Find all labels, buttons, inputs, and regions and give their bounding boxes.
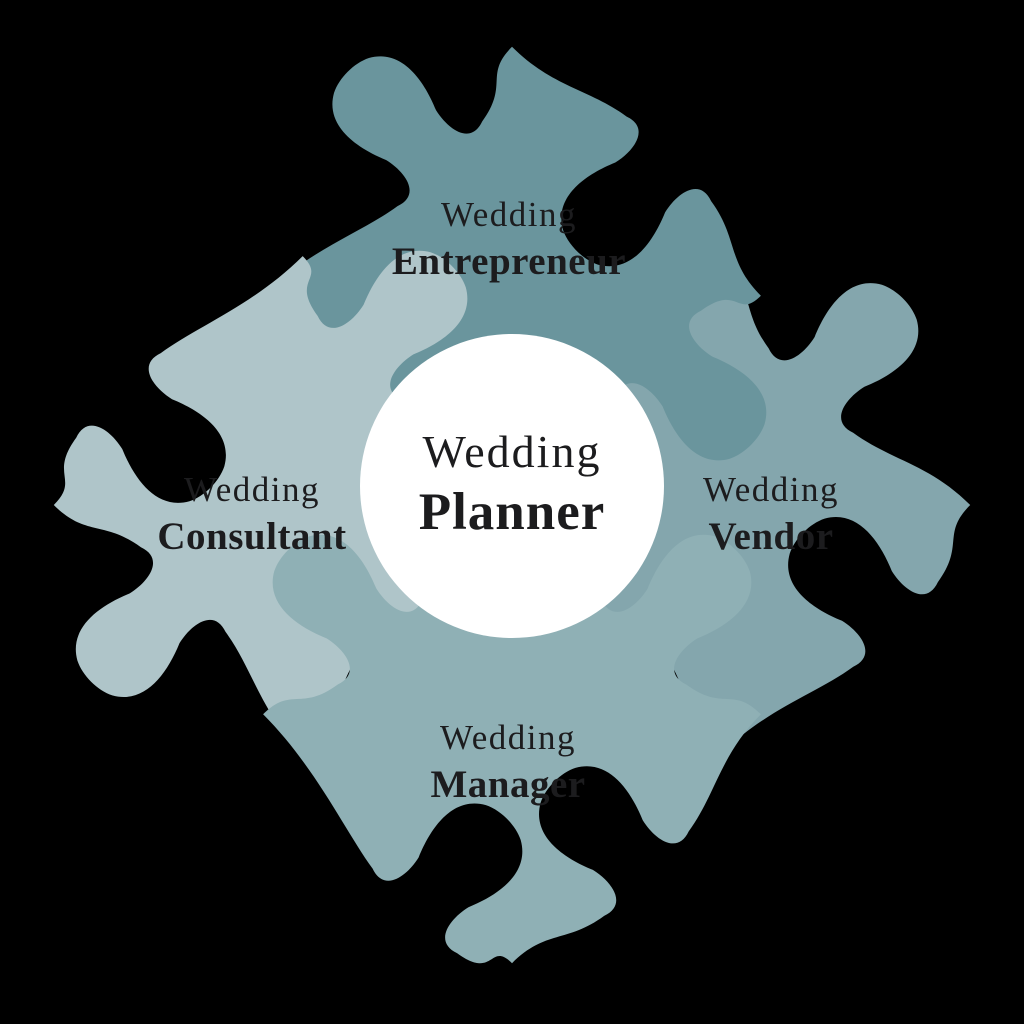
center-circle (360, 334, 664, 638)
puzzle-piece-bottom (263, 465, 761, 964)
